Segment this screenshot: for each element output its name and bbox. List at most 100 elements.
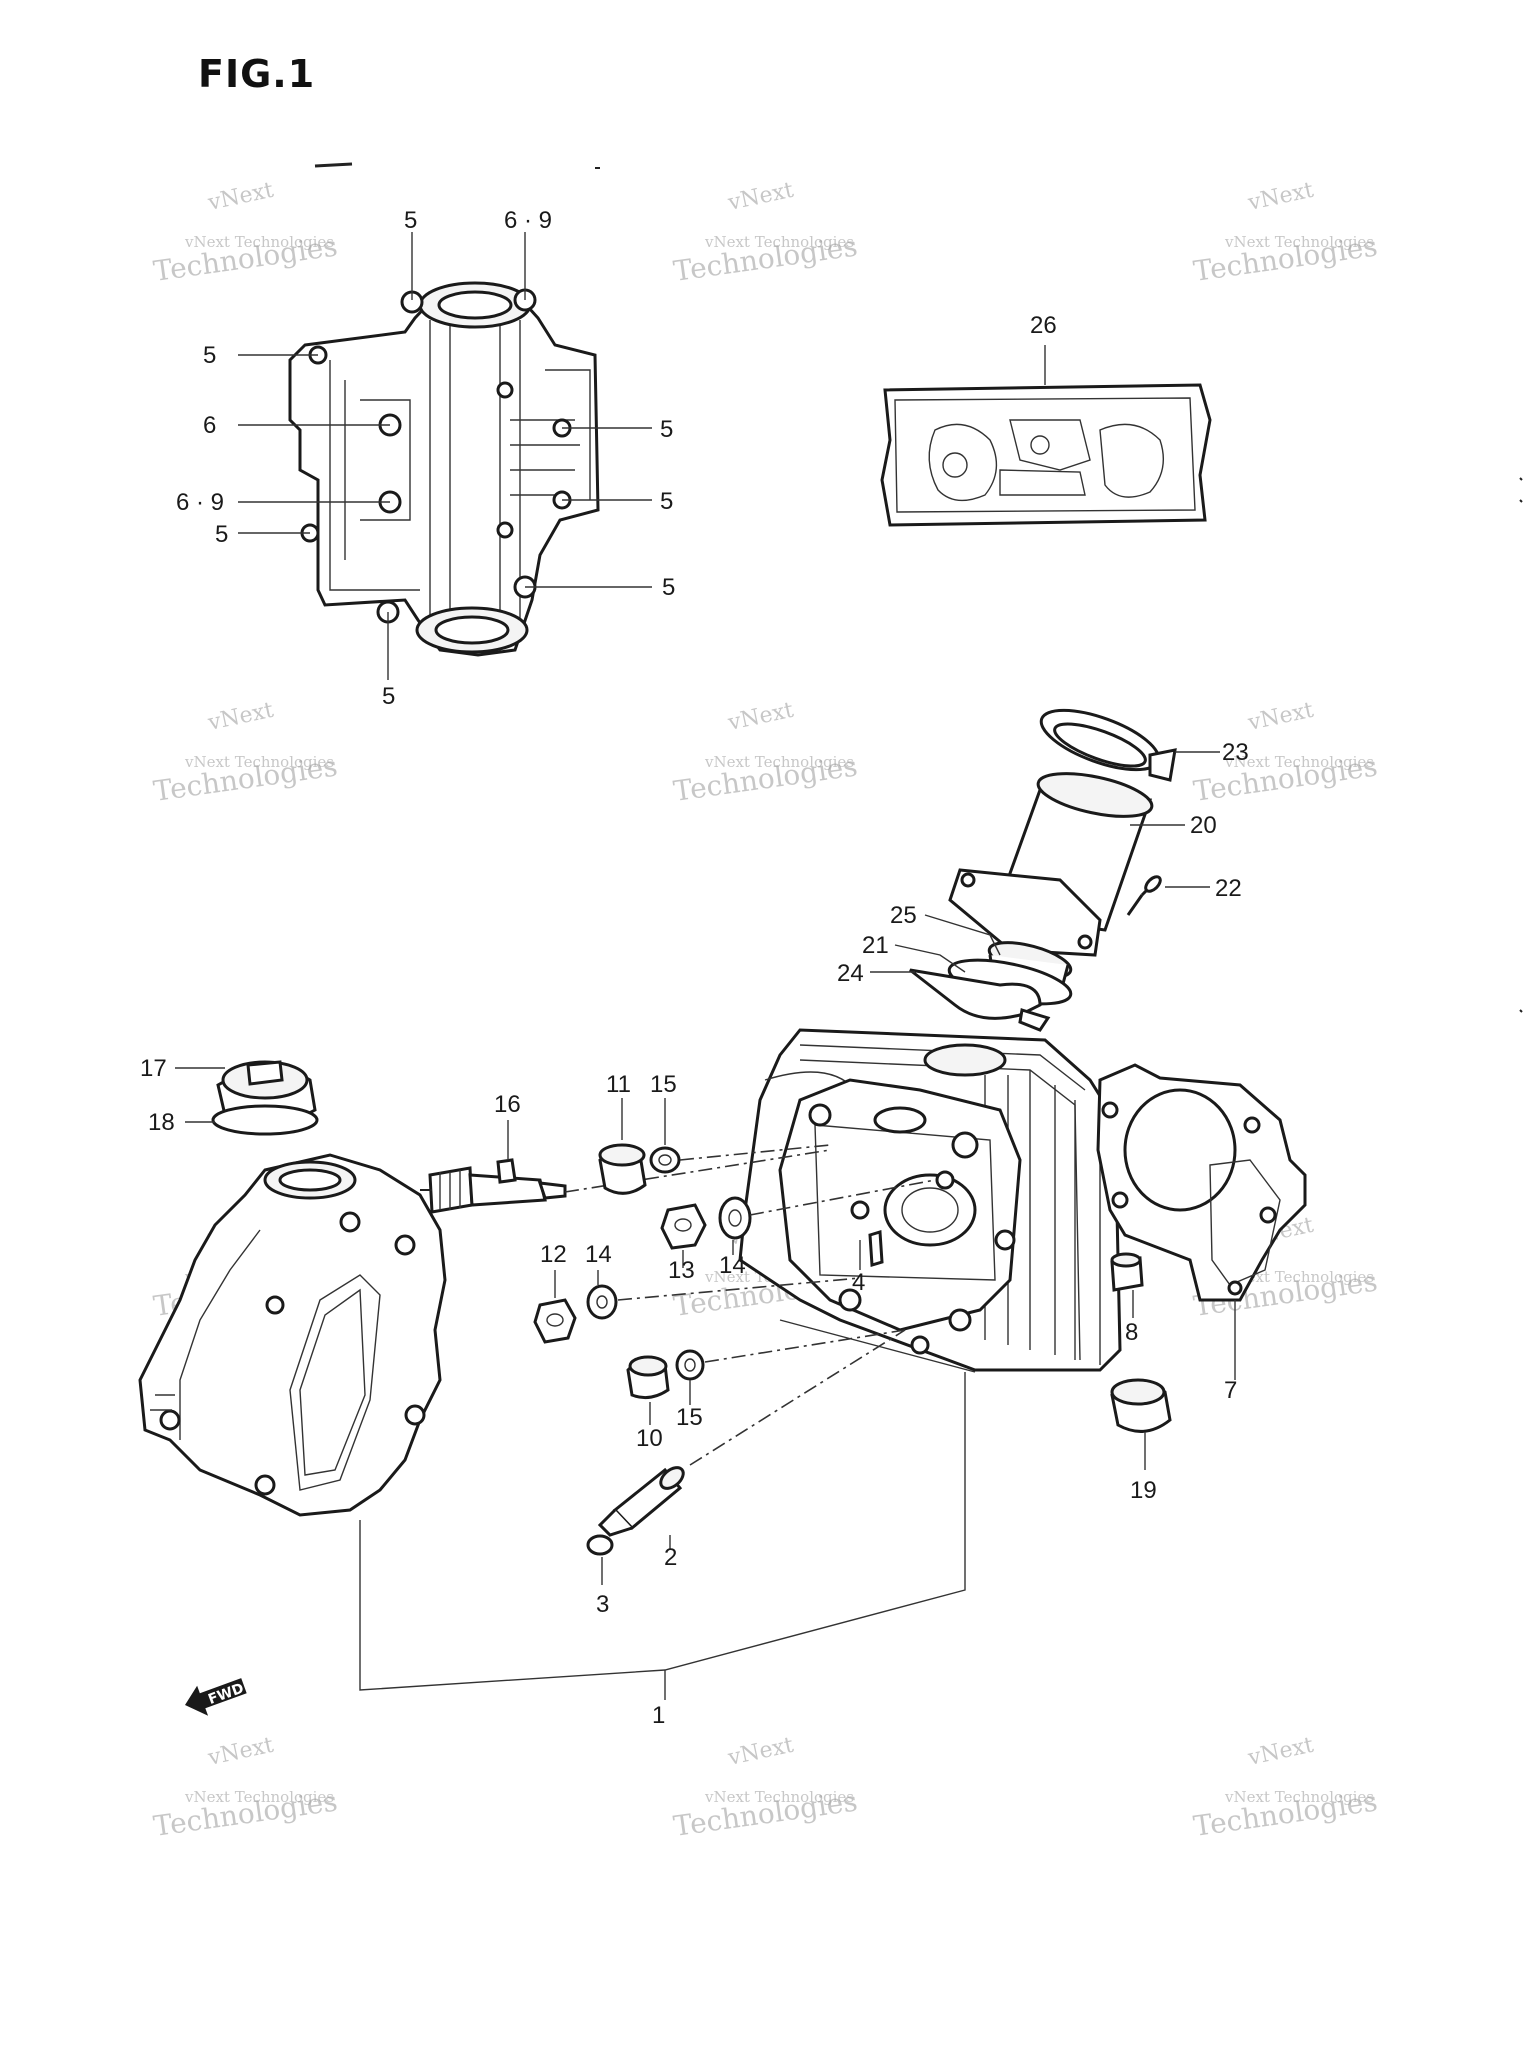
svg-text:vNext Technologies: vNext Technologies: [184, 233, 334, 251]
clip-3: [586, 1534, 614, 1556]
plug-19: [1110, 1378, 1172, 1433]
callout-1: 1: [652, 1702, 665, 1729]
callout-25: 25: [890, 902, 917, 929]
head-cover-leaders: [238, 232, 652, 680]
callout-13: 13: [668, 1257, 695, 1284]
side-cover: [138, 1153, 447, 1517]
intake-clamp-23: [1039, 708, 1177, 782]
callout-5: 5: [382, 683, 395, 710]
callout-labels: 5 6 · 9 5 6 5 6 · 9 5 5 5 5 26 23 20 22 …: [140, 207, 1249, 1729]
svg-text:vNext Technologies: vNext Technologies: [704, 1788, 854, 1806]
callout-5: 5: [660, 488, 673, 515]
watermark: vNext vNext Technologies Technologies: [1191, 698, 1379, 808]
washer-14-a: [718, 1196, 752, 1240]
washer-15-a: [649, 1146, 681, 1174]
callout-11: 11: [606, 1071, 631, 1098]
cap-17: [216, 1060, 317, 1123]
gasket-24: [909, 968, 1051, 1032]
callout-18: 18: [148, 1109, 175, 1136]
svg-text:vNext Technologies: vNext Technologies: [184, 1788, 334, 1806]
axis-15a: [679, 1144, 831, 1161]
edge-specks: [1519, 477, 1523, 1013]
svg-text:vNext: vNext: [725, 178, 796, 216]
watermark: vNext vNext Technologies Technologies: [151, 698, 339, 808]
nut-13: [660, 1203, 707, 1250]
watermark: vNext vNext Technologies Technologies: [671, 1733, 859, 1843]
axis-2: [689, 1329, 906, 1466]
callout-21: 21: [862, 932, 889, 959]
watermark: vNext vNext Technologies Technologies: [1191, 1733, 1379, 1843]
guide-2: [597, 1466, 685, 1537]
callout-6-9: 6 · 9: [504, 207, 552, 234]
intake-pipe-20: [948, 772, 1154, 957]
stray-mark: [314, 162, 353, 168]
callout-12: 12: [540, 1241, 567, 1268]
assembly-bracket-1: [359, 1372, 966, 1691]
spark-plug-axis: [564, 1149, 831, 1193]
watermark: vNext vNext Technologies Technologies: [151, 1733, 339, 1843]
callout-17: 17: [140, 1055, 167, 1082]
svg-text:vNext: vNext: [1245, 698, 1316, 736]
leader-25: [924, 914, 1001, 956]
callout-14: 14: [719, 1252, 746, 1279]
svg-text:vNext Technologies: vNext Technologies: [1224, 753, 1374, 771]
callout-2: 2: [664, 1544, 677, 1571]
axis-14b: [617, 1277, 861, 1301]
o-ring-18: [211, 1104, 319, 1136]
watermark: vNext vNext Technologies Technologies: [151, 178, 339, 288]
callout-5: 5: [660, 416, 673, 443]
svg-text:vNext: vNext: [1245, 178, 1316, 216]
callout-15: 15: [676, 1404, 703, 1431]
callout-16: 16: [494, 1091, 521, 1118]
cap-nut-10: [626, 1355, 670, 1400]
figure-title: FIG.1: [198, 52, 316, 96]
callout-22: 22: [1215, 875, 1242, 902]
nut-12: [533, 1298, 577, 1344]
svg-text:vNext Technologies: vNext Technologies: [1224, 1268, 1374, 1286]
svg-text:vNext: vNext: [205, 1733, 276, 1771]
callout-6: 6: [203, 412, 216, 439]
axis-14a: [749, 1179, 936, 1216]
callout-3: 3: [596, 1591, 609, 1618]
callout-8: 8: [1125, 1319, 1138, 1346]
callout-19: 19: [1130, 1477, 1157, 1504]
callout-26: 26: [1030, 312, 1057, 339]
svg-text:vNext: vNext: [1245, 1733, 1316, 1771]
leader-21: [894, 944, 966, 973]
callout-6-9: 6 · 9: [176, 489, 224, 516]
callout-23: 23: [1222, 739, 1249, 766]
washer-14-b: [586, 1284, 618, 1320]
callout-24: 24: [837, 960, 864, 987]
svg-text:vNext: vNext: [725, 698, 796, 736]
watermark: vNext vNext Technologies Technologies: [1191, 178, 1379, 288]
svg-text:vNext Technologies: vNext Technologies: [704, 233, 854, 251]
callout-7: 7: [1224, 1377, 1237, 1404]
cylinder-head: [738, 1028, 1122, 1373]
screw-22: [1126, 875, 1162, 916]
svg-text:vNext Technologies: vNext Technologies: [184, 753, 334, 771]
callout-14: 14: [585, 1241, 612, 1268]
callout-4: 4: [852, 1269, 865, 1296]
cylinder-gasket-7: [1096, 1063, 1307, 1302]
callout-5: 5: [404, 207, 417, 234]
svg-text:vNext: vNext: [205, 178, 276, 216]
dowel-pin-8: [1110, 1252, 1144, 1292]
spark-plug-16: [420, 1158, 567, 1214]
callout-5: 5: [215, 521, 228, 548]
fwd-arrow-icon: FWD: [185, 1678, 247, 1716]
callout-20: 20: [1190, 812, 1217, 839]
cap-nut-11: [598, 1143, 647, 1195]
callout-10: 10: [636, 1425, 663, 1452]
svg-text:vNext: vNext: [205, 698, 276, 736]
callout-5: 5: [662, 574, 675, 601]
svg-text:vNext: vNext: [725, 1733, 796, 1771]
watermark: vNext vNext Technologies Technologies: [671, 178, 859, 288]
svg-text:vNext Technologies: vNext Technologies: [1224, 1788, 1374, 1806]
axis-15b: [704, 1329, 906, 1363]
washer-15-b: [675, 1349, 705, 1381]
head-cover-top-view: [288, 281, 600, 657]
watermark: vNext vNext Technologies Technologies: [671, 698, 859, 808]
svg-text:vNext Technologies: vNext Technologies: [1224, 233, 1374, 251]
svg-text:vNext Technologies: vNext Technologies: [704, 753, 854, 771]
